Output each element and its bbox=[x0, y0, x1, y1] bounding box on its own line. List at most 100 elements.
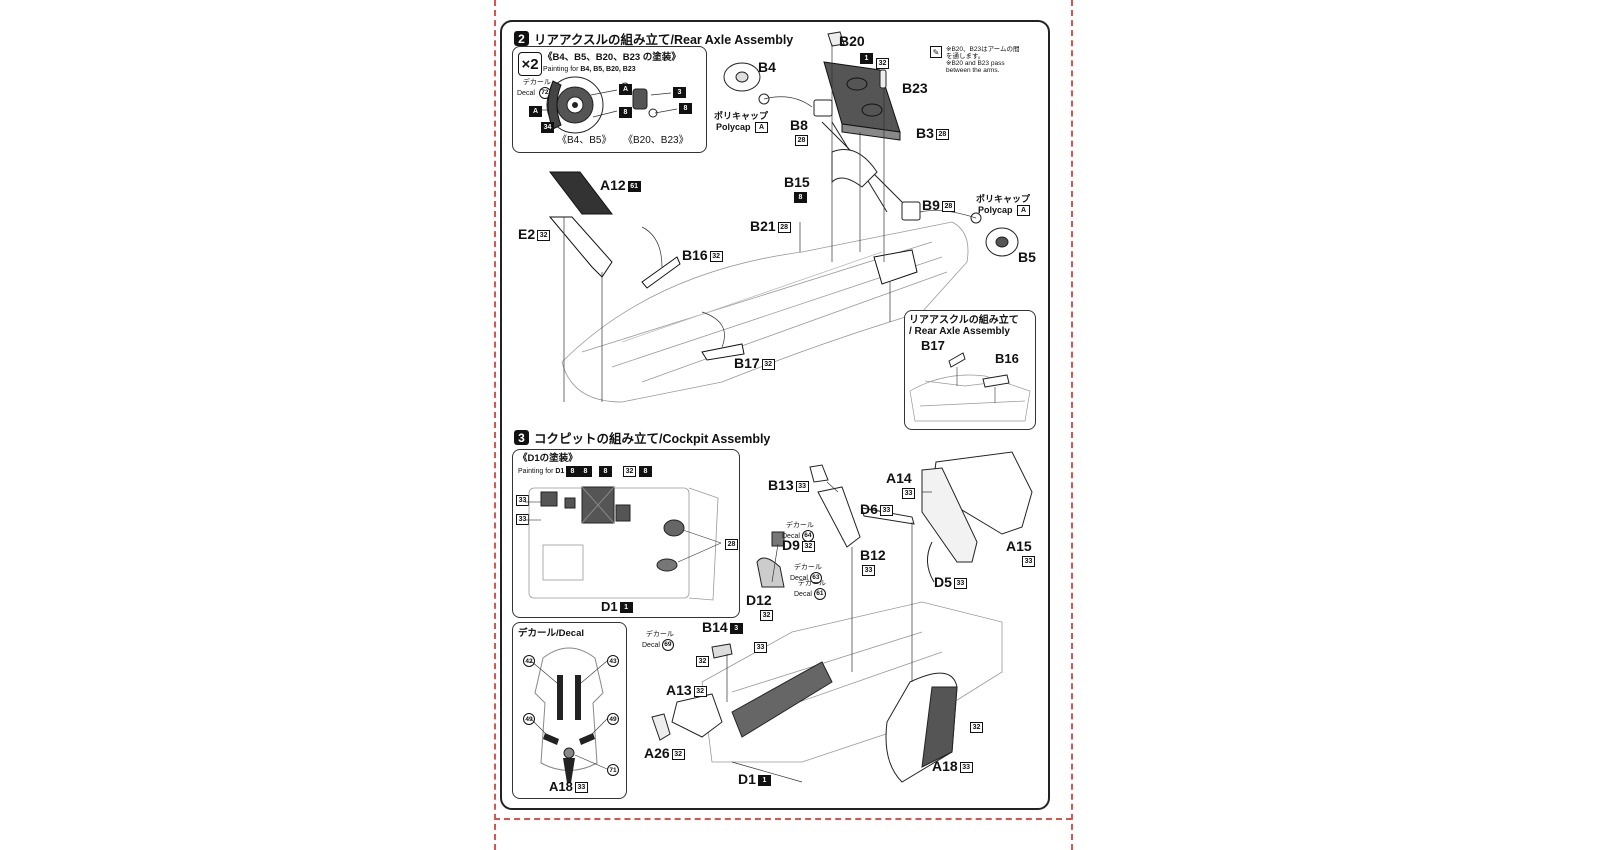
paint-code: 32 bbox=[760, 609, 773, 621]
code-a-left: A bbox=[529, 106, 542, 117]
part-text: B23 bbox=[902, 80, 928, 96]
step2-note: ✎ ※B20、B23はアームの間 を通します。 ※B20 and B23 pas… bbox=[930, 46, 1020, 75]
paint-code: 32 bbox=[537, 229, 551, 241]
part-text: A26 bbox=[644, 745, 670, 761]
part-text: B4 bbox=[758, 59, 776, 75]
decal-num-49-right: 49 bbox=[607, 713, 619, 725]
part-text: B14 bbox=[702, 619, 728, 635]
d1-code-2: 8 bbox=[579, 466, 592, 477]
part-text: E2 bbox=[518, 226, 536, 242]
polycap-code-right: A bbox=[1017, 204, 1031, 216]
part-text: B16 bbox=[682, 247, 708, 263]
paint-code: 33 bbox=[1022, 555, 1035, 567]
part-text: B12 bbox=[860, 547, 886, 563]
part-text: リアアスクルの組み立て bbox=[909, 315, 1019, 326]
part-text: B17 bbox=[734, 355, 760, 371]
chassis-code-33: 33 bbox=[754, 642, 767, 653]
paint-code: 61 bbox=[627, 180, 641, 192]
paint-code: 32 bbox=[693, 685, 707, 697]
decal-num-71: 71 bbox=[607, 764, 619, 776]
inset-title: リアアスクルの組み立て/ Rear Axle Assembly bbox=[909, 315, 1019, 337]
callout-code-32-top: 32 bbox=[876, 58, 889, 69]
part-text: A18 bbox=[549, 779, 573, 794]
cockpit-drawing bbox=[651, 451, 1033, 783]
d1-painting-title: 《D1の塗装》 bbox=[518, 453, 578, 464]
code-a-right: A bbox=[619, 84, 632, 95]
part-text: D12 bbox=[746, 592, 772, 608]
part-text: A15 bbox=[1006, 538, 1032, 554]
part-text: D1 bbox=[738, 771, 756, 787]
d1-code-3: 8 bbox=[599, 466, 612, 477]
part-text: デカール bbox=[797, 580, 826, 587]
decal-box-title: デカール/Decal bbox=[518, 628, 584, 639]
part-text: 63 bbox=[809, 571, 822, 584]
part-text: A13 bbox=[666, 682, 692, 698]
part-text: Decal bbox=[790, 574, 808, 582]
part-text: A12 bbox=[600, 177, 626, 193]
paint-code: 32 bbox=[801, 540, 815, 552]
caption-b20-b23: 《B20、B23》 bbox=[623, 135, 689, 146]
code-8-disc: 8 bbox=[619, 107, 632, 118]
rear-axle-drawing bbox=[548, 31, 1019, 403]
part-text: D6 bbox=[860, 501, 878, 517]
part-text: Decal bbox=[782, 532, 800, 540]
paint-code: 33 bbox=[879, 504, 893, 516]
d1-painting-box: 《D1の塗装》 Painting for D1 8 8 8 32 8 33 33… bbox=[512, 449, 740, 618]
step2-number: 2 bbox=[514, 31, 529, 46]
paint-code: 8 bbox=[794, 191, 807, 203]
paint-code: 33 bbox=[862, 564, 875, 576]
decal-num-42: 42 bbox=[523, 655, 535, 667]
part-text: B8 bbox=[790, 117, 808, 133]
rear-axle-inset: リアアスクルの組み立て/ Rear Axle Assembly B17 B16 bbox=[904, 310, 1036, 430]
part-label-b5: B5 bbox=[1018, 250, 1036, 264]
cut-guide-bottom bbox=[494, 818, 1072, 820]
part-text: / Rear Axle Assembly bbox=[909, 326, 1010, 337]
cut-guide-left bbox=[494, 0, 496, 850]
seat-belt-drawing bbox=[530, 647, 608, 783]
part-text: B20 bbox=[839, 33, 865, 49]
part-text: ポリキャップ bbox=[714, 111, 769, 121]
d1-drawing bbox=[525, 486, 722, 601]
part-label-b4: B4 bbox=[758, 60, 776, 74]
part-text: デカール bbox=[793, 564, 822, 571]
paint-code: 1 bbox=[757, 774, 771, 786]
note-jp-1: ※B20、B23はアームの間 bbox=[946, 46, 1020, 53]
part-text: B3 bbox=[916, 125, 934, 141]
paint-code: 28 bbox=[935, 128, 949, 140]
b14-side-code: 32 bbox=[696, 656, 709, 667]
part-text: B5 bbox=[1018, 249, 1036, 265]
paint-code: 28 bbox=[795, 134, 808, 146]
polycap-code: A bbox=[755, 121, 769, 133]
note-en-1: ※B20 and B23 pass bbox=[946, 60, 1005, 68]
seat-side-code: 32 bbox=[970, 722, 983, 733]
decal-num-49-left: 49 bbox=[523, 713, 535, 725]
part-text: Polycap bbox=[715, 121, 751, 132]
d1-code-4: 32 bbox=[623, 466, 636, 477]
part-text: Painting for bbox=[518, 468, 554, 475]
paint-code: 33 bbox=[953, 577, 967, 589]
d1-painting-subtitle: Painting for D1 bbox=[518, 468, 565, 475]
brake-disc-drawing bbox=[537, 76, 678, 134]
